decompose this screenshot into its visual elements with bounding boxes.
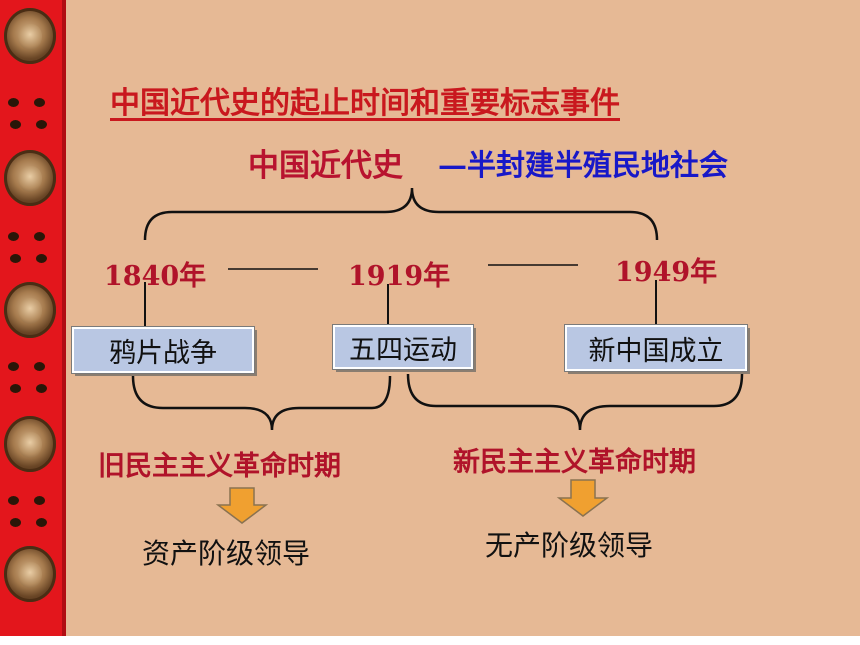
subtitle-period: 中国近代史 [248, 148, 403, 184]
dot-icon [34, 98, 45, 107]
page-title: 中国近代史的起止时间和重要标志事件 [110, 86, 620, 121]
period-old-democratic: 旧民主主义革命时期 [98, 451, 341, 482]
period-new-democratic: 新民主主义革命时期 [453, 447, 696, 478]
event-new-china: 新中国成立 [565, 325, 747, 371]
event-may-fourth: 五四运动 [333, 325, 473, 369]
dot-icon [36, 254, 47, 263]
dot-icon [8, 98, 19, 107]
dot-icon [34, 496, 45, 505]
down-arrow-icon [556, 479, 610, 517]
bottom-brace-right [406, 373, 744, 431]
border-edge [62, 0, 66, 636]
dot-icon [8, 232, 19, 241]
dot-icon [34, 362, 45, 371]
bottom-brace-left [131, 375, 392, 431]
lion-head-icon [4, 8, 56, 64]
year-1949: 1949年 [615, 257, 718, 288]
leader-proletariat: 无产阶级领导 [485, 529, 654, 562]
lion-head-icon [4, 546, 56, 602]
dot-icon [10, 518, 21, 527]
lion-head-icon [4, 416, 56, 472]
event-label: 新中国成立 [588, 335, 724, 367]
year-1840: 1840年 [104, 261, 207, 292]
lion-head-icon [4, 150, 56, 206]
subtitle-society: —半封建半殖民地社会 [438, 148, 729, 182]
top-brace [143, 187, 659, 241]
lion-head-icon [4, 282, 56, 338]
leader-bourgeoisie: 资产阶级领导 [142, 537, 311, 570]
down-arrow-icon [215, 487, 269, 524]
dot-icon [36, 384, 47, 393]
dot-icon [34, 232, 45, 241]
dot-icon [10, 120, 21, 129]
event-opium-war: 鸦片战争 [72, 327, 254, 373]
dot-icon [8, 496, 19, 505]
dot-icon [10, 254, 21, 263]
dot-icon [36, 120, 47, 129]
dot-icon [36, 518, 47, 527]
year-1919: 1919年 [348, 261, 451, 292]
decorative-border [0, 0, 66, 636]
dot-icon [8, 362, 19, 371]
dot-icon [10, 384, 21, 393]
event-label: 鸦片战争 [109, 337, 217, 369]
event-label: 五四运动 [349, 334, 457, 366]
